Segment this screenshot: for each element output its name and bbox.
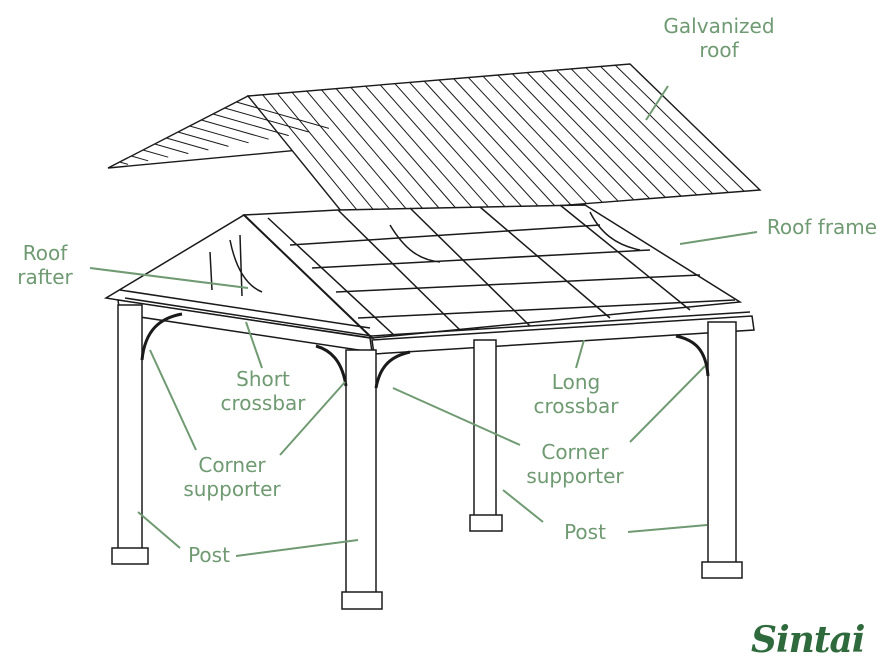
roof-rib: [379, 84, 493, 212]
roof-rib: [306, 90, 414, 218]
roof-rib: [512, 73, 635, 201]
label-roof-rafter: Roof rafter: [17, 241, 73, 289]
roof-rib: [409, 82, 524, 209]
label-galvanized-roof: Galvanized roof: [663, 14, 775, 62]
roof-rib: [423, 80, 540, 208]
label-roof-frame: Roof frame: [766, 215, 878, 239]
label-corner-supporter-right: Corner supporter: [526, 440, 624, 488]
roof-rib: [556, 69, 682, 197]
roof-rib: [335, 88, 445, 215]
label-short-crossbar: Short crossbar: [220, 367, 306, 415]
roof-rib: [585, 67, 714, 195]
roof-rib: [350, 87, 461, 214]
roof-rib: [438, 79, 556, 207]
roof-rib: [482, 75, 603, 203]
roof-rib: [276, 93, 382, 220]
roof-rib: [291, 91, 398, 219]
roof-rib: [453, 78, 572, 206]
label-post-left: Post: [188, 543, 230, 567]
roof-rib: [600, 66, 729, 193]
roof-rib: [321, 89, 430, 217]
galvanized-roof-panel: [107, 63, 762, 223]
roof-gable-rib: [154, 143, 189, 155]
label-corner-supporter-left: Corner supporter: [183, 453, 281, 501]
roof-rib: [497, 74, 619, 202]
label-post-right: Post: [564, 520, 606, 544]
roof-rib: [365, 85, 477, 213]
label-long-crossbar: Long crossbar: [533, 370, 619, 418]
sintai-logo: Sintai: [751, 619, 881, 663]
roof-gable-rib: [177, 131, 229, 147]
roof-frame: [103, 204, 751, 340]
roof-rib: [394, 83, 509, 211]
roof-rib: [614, 64, 745, 192]
roof-gable-rib: [236, 101, 330, 129]
roof-rib: [262, 94, 367, 222]
roof-rib: [526, 72, 650, 199]
roof-gable-rib: [166, 137, 209, 151]
posts-and-crossbars: [111, 299, 755, 610]
roof-gable-rib: [201, 119, 269, 140]
roof-gable-rib: [131, 155, 149, 162]
roof-gable-rib: [189, 125, 249, 144]
roof-rib: [541, 71, 666, 198]
leader-lines: [89, 85, 758, 557]
roof-gable-rib: [224, 107, 309, 133]
roof-gable-rib: [119, 161, 129, 165]
roof-rib: [468, 77, 587, 204]
roof-gable-rib: [142, 149, 169, 158]
roof-rib: [570, 68, 698, 196]
logo-text: Sintai: [751, 619, 865, 661]
roof-gable-rib: [212, 113, 289, 137]
